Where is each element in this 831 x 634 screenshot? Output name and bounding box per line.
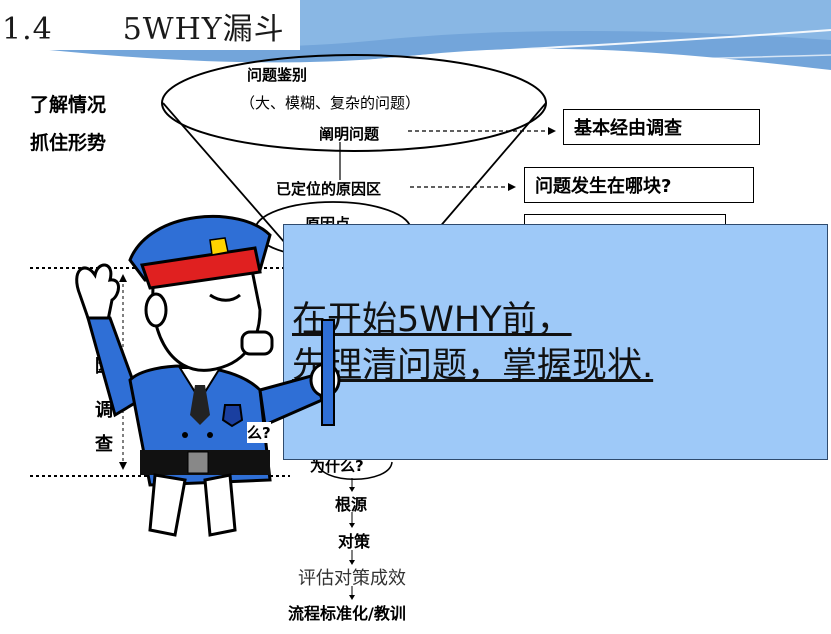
- label-understand: 了解情况: [30, 94, 107, 116]
- step-measure: 对策: [338, 532, 371, 551]
- vchar-4: 查: [95, 434, 113, 455]
- vchar-3: 调: [95, 400, 113, 421]
- funnel-top-sub: （大、模糊、复杂的问题）: [240, 94, 421, 112]
- callout-text: 在开始5WHY前， 先理清问题，掌握现状.: [292, 297, 653, 389]
- funnel-located: 已定位的原因区: [276, 180, 382, 198]
- police-officer-illustration: [75, 215, 341, 537]
- callout-box: 在开始5WHY前， 先理清问题，掌握现状.: [283, 224, 828, 460]
- funnel-top-label: 问题鉴别: [247, 66, 308, 84]
- why-bottom: 为什么?: [310, 457, 364, 475]
- title-text: 5WHY漏斗: [122, 12, 285, 47]
- page-title: 1.4 5WHY漏斗: [2, 4, 285, 48]
- box-where: 问题发生在哪块?: [524, 167, 754, 203]
- box-basic-survey: 基本经由调查: [563, 109, 760, 145]
- box-partial: [524, 214, 726, 227]
- step-evaluate: 评估对策成效: [298, 568, 406, 589]
- step-root: 根源: [335, 495, 368, 514]
- funnel-clarify: 阐明问题: [319, 125, 380, 143]
- section-number: 1.4: [2, 12, 53, 47]
- callout-line-1: 在开始5WHY前，: [292, 300, 572, 340]
- title-backdrop: [0, 0, 300, 50]
- callout-line-2: 先理清问题，掌握现状.: [292, 346, 654, 386]
- why-left: 么?: [247, 422, 271, 443]
- label-grasp: 抓住形势: [30, 132, 107, 154]
- step-standardize: 流程标准化/教训: [288, 604, 406, 623]
